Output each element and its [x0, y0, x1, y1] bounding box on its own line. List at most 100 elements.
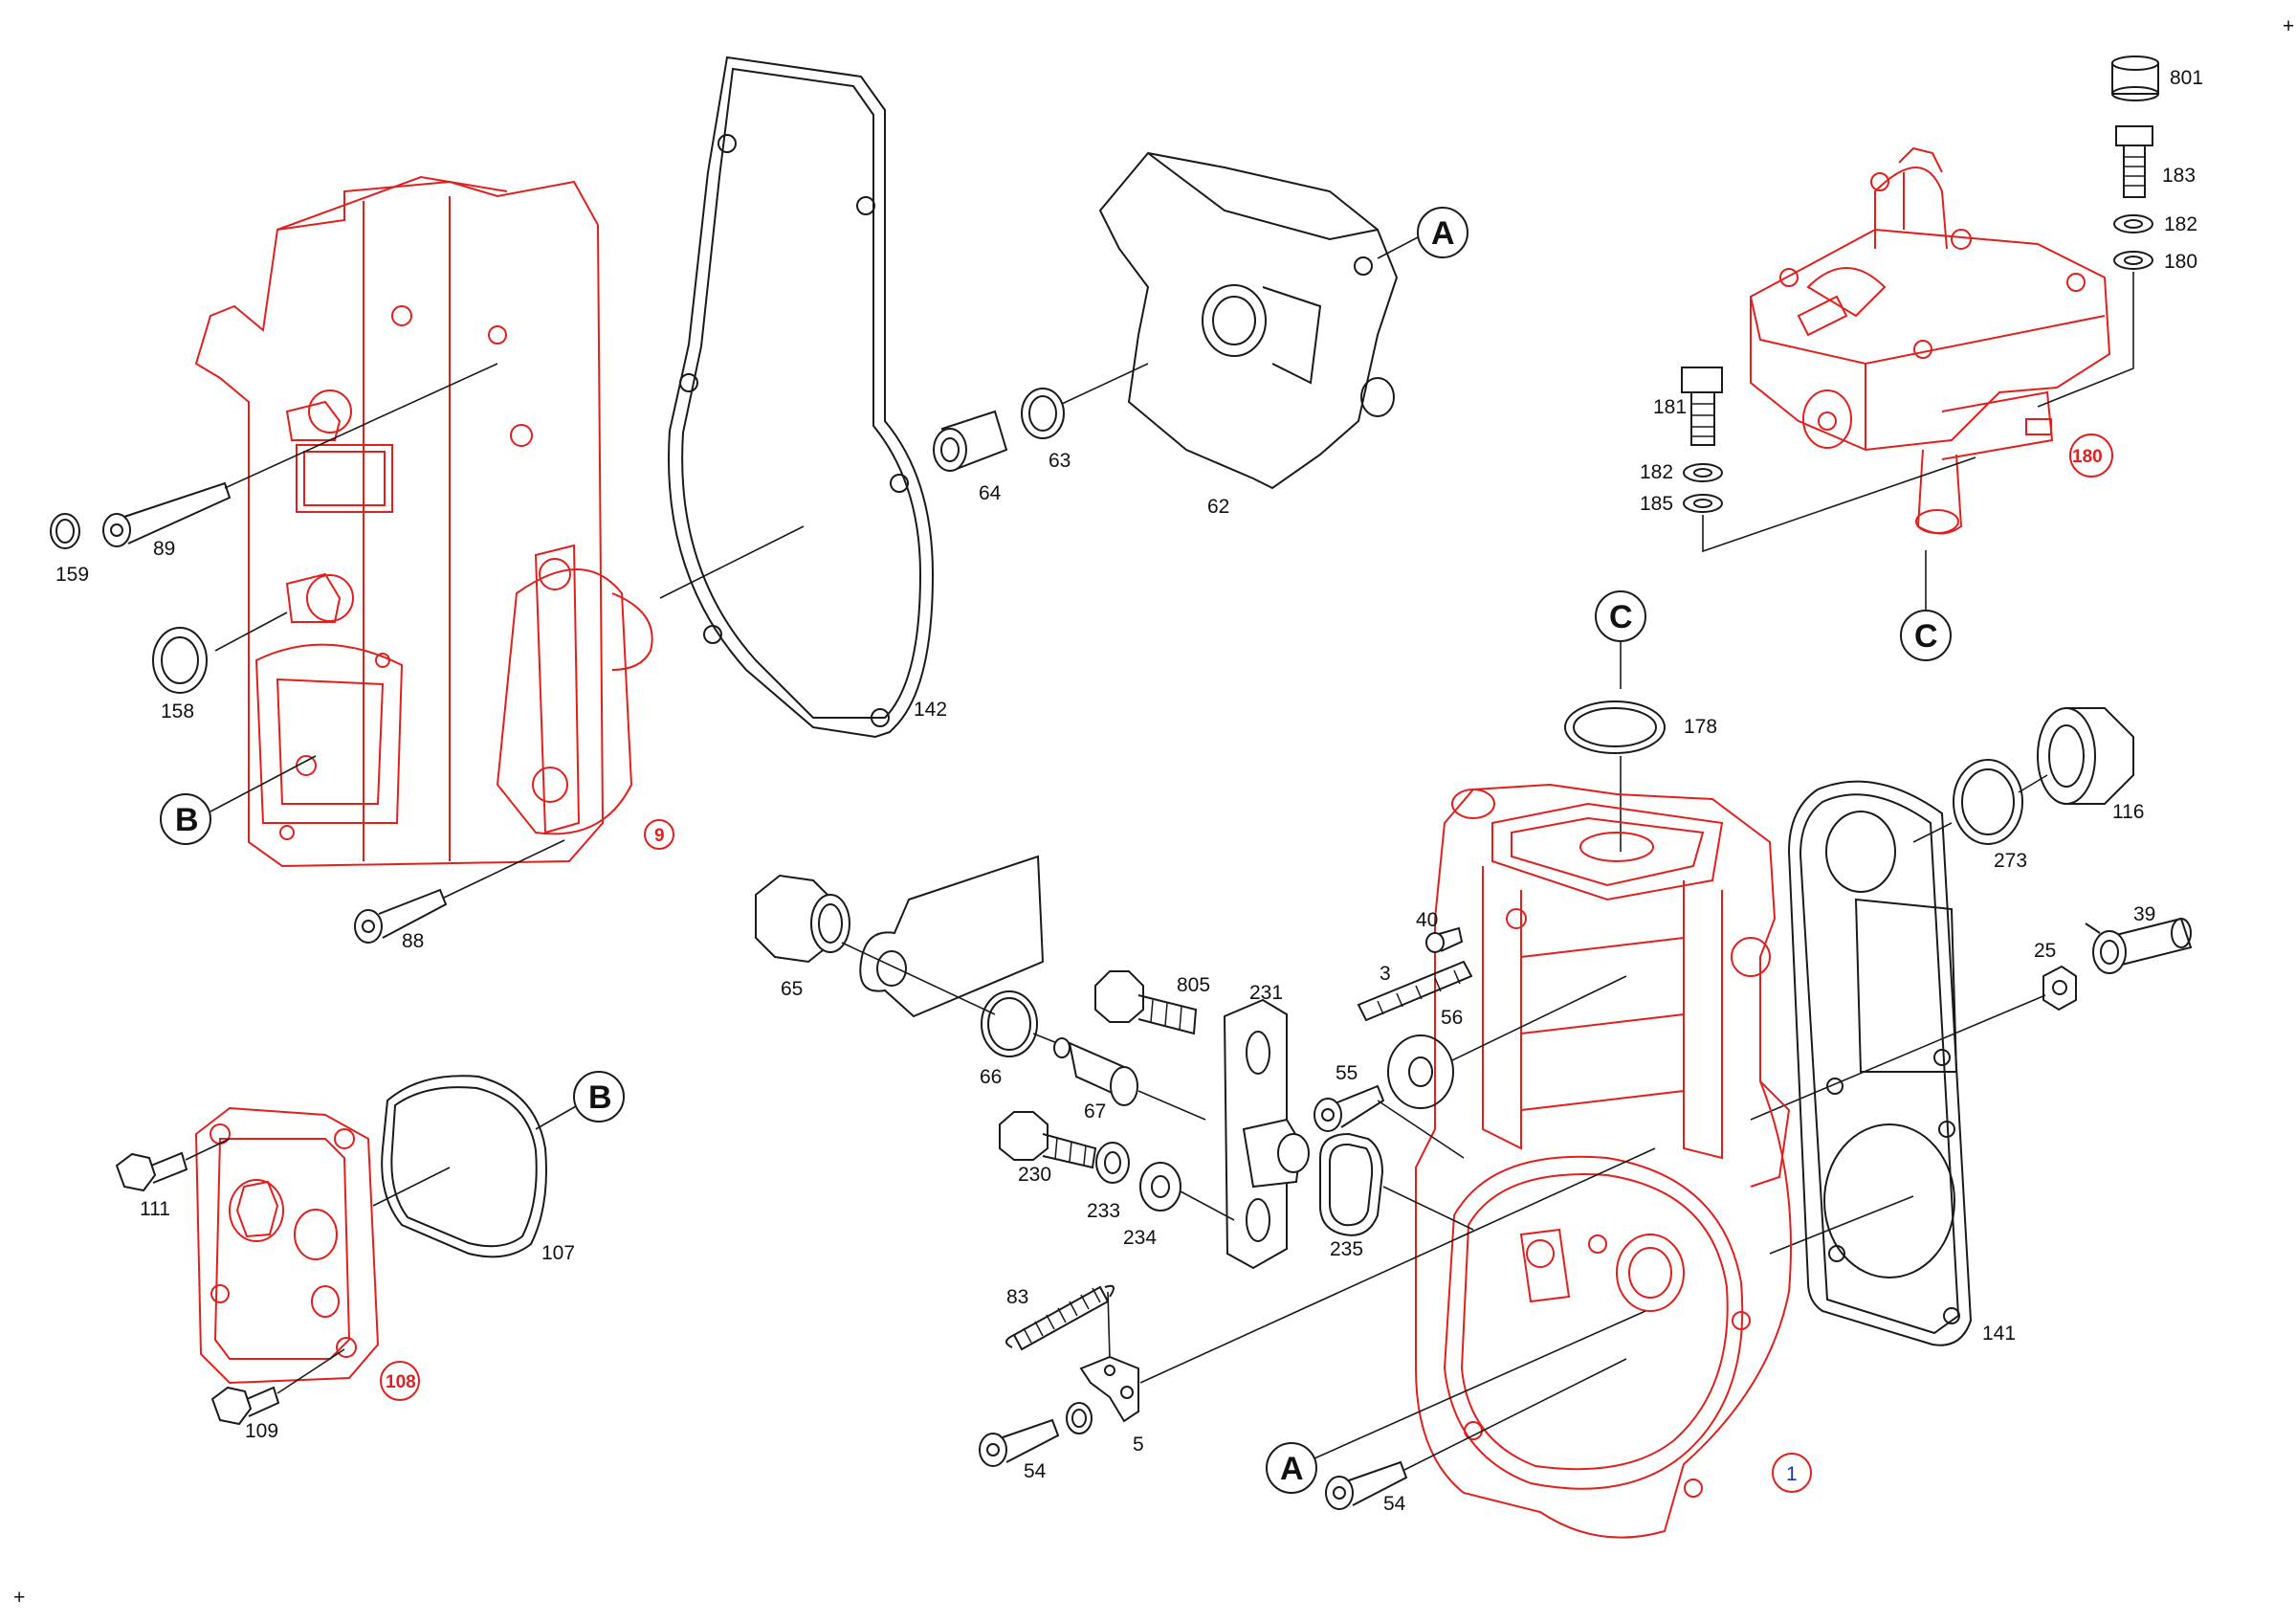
callout-A-top: A — [1377, 207, 1468, 259]
sleeve-116[interactable] — [2037, 707, 2134, 805]
part-label-178: 178 — [1684, 716, 1717, 738]
part-label-62: 62 — [1207, 496, 1229, 518]
ref-circle-9 — [644, 819, 674, 850]
screw-88[interactable] — [354, 839, 565, 944]
screw-230[interactable] — [999, 1111, 1097, 1169]
washer-180-bottom[interactable] — [1683, 456, 1976, 553]
bolt-109[interactable] — [210, 1348, 345, 1426]
seal-235[interactable] — [1319, 1132, 1474, 1236]
screw-805[interactable] — [1094, 970, 1198, 1035]
valve-assembly-185[interactable] — [1750, 146, 2111, 535]
part-label-3: 3 — [1380, 963, 1391, 985]
screw-54-right[interactable] — [1325, 1358, 1627, 1510]
part-label-65: 65 — [781, 978, 803, 1000]
callout-B-left: B — [160, 755, 317, 845]
part-label-182-bottom: 182 — [1640, 461, 1673, 483]
part-label-5: 5 — [1133, 1434, 1144, 1456]
bolt-181[interactable] — [1681, 367, 1723, 446]
part-label-54-right: 54 — [1383, 1493, 1406, 1515]
part-label-1: 1 — [1786, 1463, 1798, 1485]
ring-273[interactable] — [1912, 759, 2048, 845]
washer-159[interactable] — [50, 513, 80, 549]
part-label-66: 66 — [980, 1066, 1002, 1088]
part-label-230: 230 — [1018, 1164, 1051, 1186]
part-label-273: 273 — [1994, 850, 2027, 872]
part-label-183: 183 — [2162, 165, 2196, 187]
corner-mark-top-right: + — [2283, 15, 2294, 37]
part-label-67: 67 — [1084, 1101, 1106, 1123]
part-label-185: 180 — [2072, 447, 2103, 467]
part-label-55: 55 — [1336, 1062, 1358, 1084]
cap-801[interactable] — [2111, 56, 2159, 101]
part-label-109: 109 — [245, 1420, 278, 1442]
callout-A-bottom: A — [1266, 1310, 1646, 1494]
screw-55[interactable] — [1314, 1084, 1465, 1159]
pin-39[interactable] — [2085, 917, 2193, 974]
plug-65[interactable] — [755, 874, 850, 964]
part-label-40: 40 — [1416, 909, 1438, 931]
washer-158[interactable] — [152, 611, 288, 694]
lever-plate-231[interactable] — [1223, 998, 1310, 1270]
callout-C-upper: C — [1900, 550, 1952, 661]
part-label-801: 801 — [2170, 67, 2203, 89]
part-label-107: 107 — [541, 1242, 575, 1264]
pump-housing-1[interactable] — [1415, 783, 1792, 1539]
washer-180-top[interactable] — [2037, 251, 2153, 408]
nut-64[interactable] — [933, 410, 1008, 472]
callout-B-bottom: B — [535, 1071, 625, 1130]
ref-circle-1 — [1772, 1453, 1812, 1493]
washer-234[interactable] — [1139, 1162, 1235, 1221]
part-label-182-top: 182 — [2164, 213, 2197, 235]
corner-mark-bottom-left: + — [13, 1587, 25, 1609]
gasket-141[interactable] — [1769, 780, 1973, 1346]
part-label-180-top: 180 — [2164, 251, 2197, 273]
gasket-142[interactable] — [659, 56, 935, 739]
part-label-141: 141 — [1982, 1323, 2016, 1345]
spring-83[interactable] — [1005, 1284, 1115, 1360]
valve-67[interactable] — [1053, 1037, 1206, 1121]
part-label-116: 116 — [2112, 801, 2144, 823]
bolt-111[interactable] — [115, 1138, 231, 1192]
part-label-142: 142 — [914, 699, 947, 721]
part-label-25: 25 — [2034, 940, 2056, 962]
gasket-107[interactable] — [372, 1075, 547, 1258]
part-label-111: 111 — [140, 1198, 170, 1220]
svg-text:A: A — [1280, 1451, 1304, 1487]
ref-circle-108 — [380, 1361, 420, 1401]
ring-63[interactable] — [1021, 363, 1149, 439]
part-label-233: 233 — [1087, 1200, 1120, 1222]
screw-54-left[interactable] — [979, 1402, 1093, 1467]
valve-183[interactable] — [2115, 125, 2153, 198]
part-label-89: 89 — [153, 538, 175, 560]
washer-233[interactable] — [1095, 1142, 1130, 1184]
part-label-234: 234 — [1123, 1227, 1157, 1249]
bolt-89[interactable] — [102, 363, 498, 547]
washer-56[interactable] — [1387, 975, 1627, 1109]
part-label-108: 108 — [386, 1372, 416, 1392]
cover-assembly-9[interactable] — [194, 175, 653, 868]
svg-text:B: B — [175, 802, 199, 838]
stud-3[interactable] — [1357, 960, 1473, 1022]
bracket-5[interactable] — [1079, 1147, 1656, 1423]
part-label-235: 235 — [1330, 1238, 1363, 1260]
part-label-54-left: 54 — [1024, 1460, 1047, 1482]
lever-62[interactable] — [1098, 151, 1399, 490]
part-label-9: 9 — [654, 826, 665, 846]
part-label-39: 39 — [2133, 903, 2155, 925]
pin-40[interactable] — [1425, 926, 1464, 953]
cover-plate[interactable] — [841, 855, 1045, 1018]
washer-182-bottom[interactable] — [1683, 463, 1723, 482]
ref-circle-185 — [2069, 434, 2113, 478]
part-label-88: 88 — [402, 930, 424, 952]
svg-text:C: C — [1914, 618, 1938, 655]
svg-text:B: B — [588, 1079, 612, 1116]
o-ring-178[interactable] — [1564, 700, 1666, 852]
part-label-159: 159 — [55, 564, 89, 586]
callout-C-center: C — [1595, 590, 1646, 689]
washer-182-top[interactable] — [2113, 214, 2153, 233]
part-label-63: 63 — [1049, 450, 1071, 472]
end-cover-108[interactable] — [194, 1106, 380, 1385]
part-label-231: 231 — [1249, 982, 1283, 1004]
part-label-180-bottom: 185 — [1640, 493, 1673, 515]
